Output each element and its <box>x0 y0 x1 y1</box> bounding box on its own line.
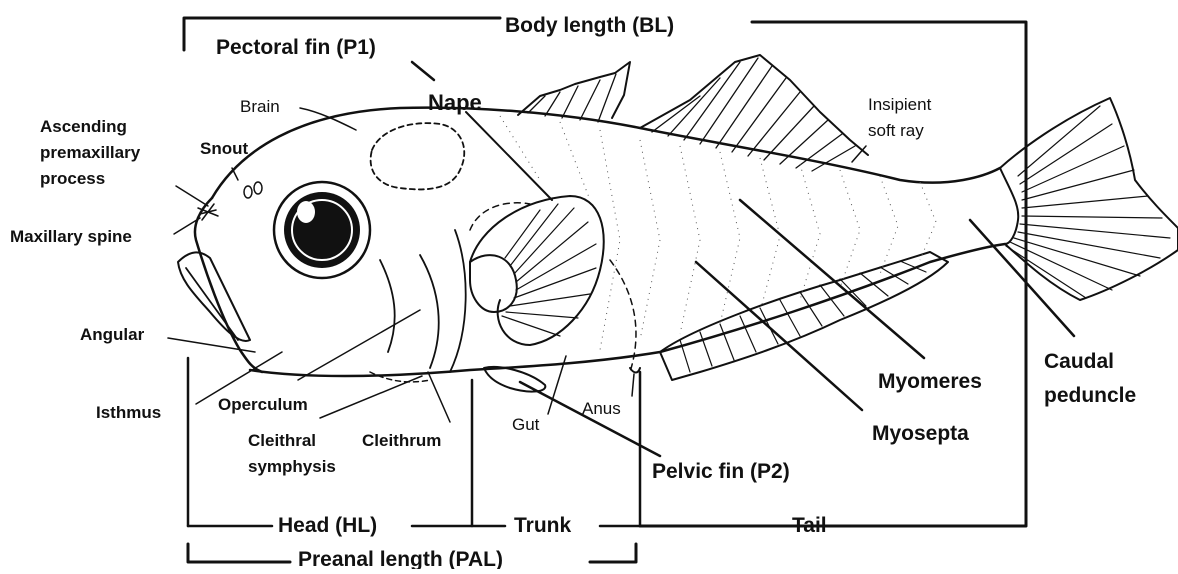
leader-caudal-peduncle <box>970 220 1074 336</box>
dorsal-spiny-fin <box>518 62 630 118</box>
anus-mark <box>630 368 640 373</box>
preanal-bracket-right <box>590 544 636 562</box>
nostril-2 <box>254 182 262 194</box>
tail-label: Tail <box>792 514 827 537</box>
fish-illustration <box>178 55 1178 392</box>
caudal-peduncle-line2: peduncle <box>1044 384 1136 407</box>
angular-label: Angular <box>80 325 145 344</box>
pelvic-fin-label: Pelvic fin (P2) <box>652 460 790 483</box>
ascending-label-line2: premaxillary <box>40 143 141 162</box>
brain-label: Brain <box>240 97 280 116</box>
opercle-line <box>420 255 439 368</box>
ascending-label-line1: Ascending <box>40 117 127 136</box>
body-length-label: Body length (BL) <box>505 14 674 37</box>
pectoral-fin-label: Pectoral fin (P1) <box>216 36 376 59</box>
leader-ascending-process <box>176 186 208 206</box>
brain-outline <box>371 123 465 189</box>
nostril-1 <box>244 186 252 198</box>
preanal-length-label: Preanal length (PAL) <box>298 548 503 569</box>
gut-dash-top <box>470 203 530 230</box>
gut-label: Gut <box>512 415 540 434</box>
preanal-bracket-left <box>188 544 290 562</box>
eye-highlight <box>297 201 315 223</box>
cleithral-symphysis-line1: Cleithral <box>248 431 316 450</box>
leader-nape <box>466 112 552 200</box>
pelvic-fin <box>484 367 545 392</box>
nape-label: Nape <box>428 90 482 115</box>
pectoral-fin-base <box>470 255 517 312</box>
caudal-peduncle-line1: Caudal <box>1044 350 1114 373</box>
insipient-label-line1: Insipient <box>868 95 932 114</box>
leader-cleithrum <box>428 372 450 422</box>
snout-label: Snout <box>200 139 248 158</box>
pectoral-fin-outline <box>470 196 604 345</box>
operculum-label: Operculum <box>218 395 308 414</box>
jaw-line <box>186 268 238 340</box>
head-front-outline <box>195 198 262 372</box>
dorsal-soft-rays <box>652 58 855 171</box>
preopercle-line <box>380 260 395 352</box>
anus-label: Anus <box>582 399 621 418</box>
leader-anus <box>632 374 634 396</box>
leader-operculum <box>298 310 420 380</box>
leader-cleithral-symphysis <box>320 376 422 418</box>
myosepta-label: Myosepta <box>872 422 969 445</box>
cleithrum-line <box>450 230 466 372</box>
myomere-pattern <box>500 116 936 350</box>
trunk-label: Trunk <box>514 514 571 537</box>
myomeres-label: Myomeres <box>878 370 982 393</box>
cleithrum-label: Cleithrum <box>362 431 441 450</box>
leader-myomeres <box>740 200 924 358</box>
leader-pectoral-fin <box>412 62 434 80</box>
head-label: Head (HL) <box>278 514 377 537</box>
ascending-label-line3: process <box>40 169 105 188</box>
insipient-label-line2: soft ray <box>868 121 924 140</box>
cleithral-symphysis-line2: symphysis <box>248 457 336 476</box>
caudal-fin-rays <box>1006 106 1170 298</box>
isthmus-label: Isthmus <box>96 403 161 422</box>
dorsal-spines <box>528 74 616 122</box>
caudal-peduncle-outline <box>1000 168 1018 244</box>
eye-pupil <box>284 192 360 268</box>
maxillary-spine-label: Maxillary spine <box>10 227 132 246</box>
pectoral-fin-rays <box>502 204 596 336</box>
